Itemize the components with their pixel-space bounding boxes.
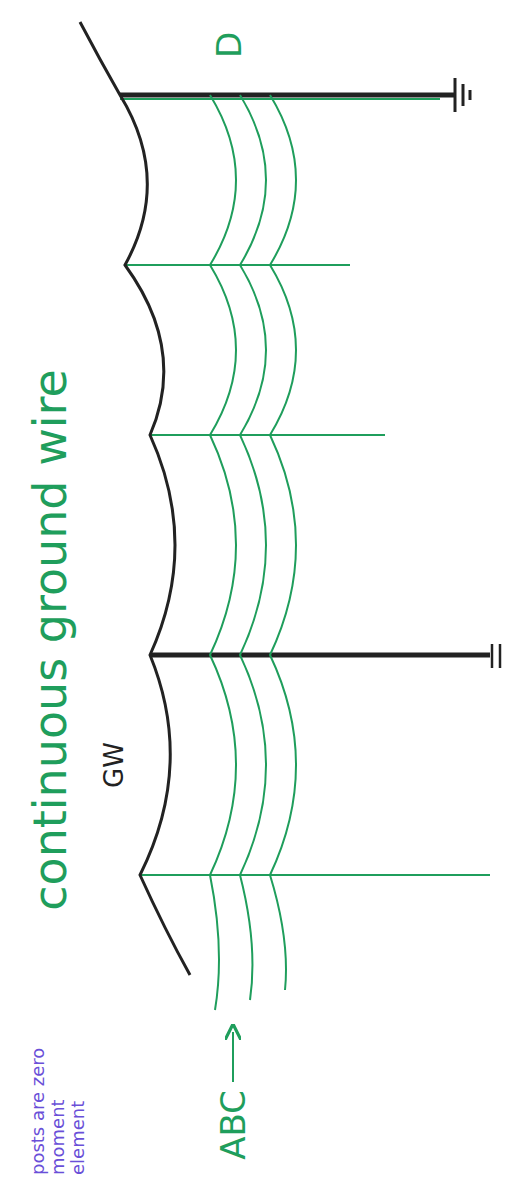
- fixed-support: [491, 644, 494, 668]
- pole: [120, 93, 455, 98]
- end-tag: D: [211, 32, 248, 58]
- phase-conductor: [240, 95, 266, 1000]
- ground-wire-tag: GW: [100, 742, 129, 788]
- ground-symbol: [469, 90, 472, 100]
- pole: [125, 264, 350, 266]
- pole: [150, 653, 490, 658]
- phase-conductor: [210, 95, 236, 1010]
- leader-arrow: [232, 1032, 234, 1082]
- ground-symbol: [462, 84, 465, 106]
- note: posts are zero moment element: [28, 1025, 87, 1175]
- fixed-support: [499, 644, 502, 668]
- phase-tag: ABC: [215, 1090, 252, 1160]
- pole: [140, 874, 490, 876]
- phase-conductor: [270, 95, 296, 990]
- ground-symbol: [454, 78, 457, 112]
- pole: [120, 98, 440, 100]
- ground-wire: [80, 22, 190, 975]
- pole: [150, 434, 385, 436]
- title: continuous ground wire: [25, 369, 76, 911]
